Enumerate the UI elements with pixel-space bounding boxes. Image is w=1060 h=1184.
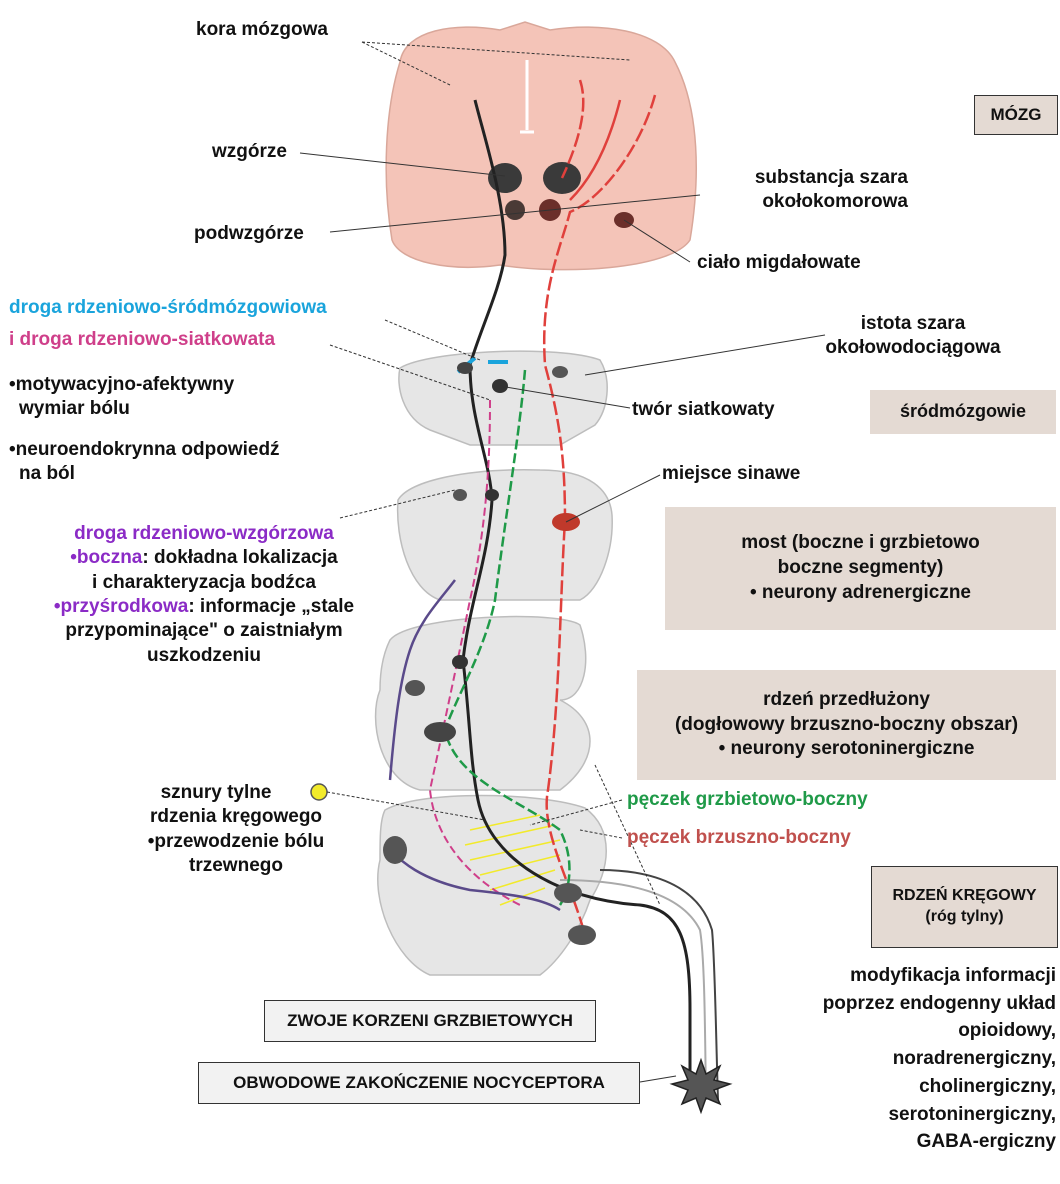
medial-bullet: •przyśrodkowa	[54, 596, 188, 617]
medial-text1: : informacje „stale	[188, 596, 354, 617]
ganglia-box-text: ZWOJE KORZENI GRZBIETOWYCH	[287, 1011, 573, 1031]
nociceptor-box-text: OBWODOWE ZAKOŃCZENIE NOCYCEPTORA	[233, 1073, 605, 1093]
modulation-line7: GABA-ergiczny	[760, 1128, 1056, 1156]
pons-line1: most (boczne i grzbietowo	[741, 531, 980, 556]
lateral-line1: •boczna: dokładna lokalizacja	[24, 546, 384, 570]
label-aqueduct: istota szara okołowodociągowa	[788, 312, 1038, 361]
label-spinoreticular: i droga rdzeniowo-siatkowata	[9, 328, 275, 352]
neuroendocrine-line2: na ból	[9, 462, 280, 486]
label-pag: substancja szara okołokomorowa	[690, 166, 908, 215]
region-brain: MÓZG	[974, 95, 1058, 135]
pons-section	[398, 470, 613, 600]
label-dlf: pęczek grzbietowo-boczny	[627, 788, 868, 812]
label-dorsal-column: sznury tylne rdzenia kręgowego •przewodz…	[120, 781, 352, 878]
spinal-nucleus-1	[383, 836, 407, 864]
midbrain-nucleus-2	[552, 366, 568, 378]
label-thalamus: wzgórze	[212, 140, 287, 164]
region-brain-text: MÓZG	[991, 104, 1042, 126]
spinal-line2: (róg tylny)	[925, 907, 1003, 928]
medulla-line2: (dogłowowy brzuszno-boczny obszar)	[675, 713, 1018, 738]
region-midbrain-text: śródmózgowie	[900, 400, 1026, 423]
medulla-nucleus-2	[452, 655, 468, 669]
modulation-line4: noradrenergiczny,	[760, 1045, 1056, 1073]
hypothalamus-left	[505, 200, 525, 220]
brain-outline	[386, 22, 696, 270]
label-cortex: kora mózgowa	[196, 18, 328, 42]
label-reticular: twór siatkowaty	[632, 398, 775, 422]
spinal-nucleus-2	[554, 883, 582, 903]
label-spinothalamic: droga rdzeniowo-wzgórzowa	[24, 522, 384, 546]
nociceptor-box: OBWODOWE ZAKOŃCZENIE NOCYCEPTORA	[198, 1062, 640, 1104]
medulla-nucleus-1	[405, 680, 425, 696]
aqueduct-line2: okołowodociągowa	[788, 336, 1038, 360]
modulation-line3: opioidowy,	[760, 1017, 1056, 1045]
label-amygdala: ciało migdałowate	[697, 251, 861, 275]
region-medulla: rdzeń przedłużony (dogłowowy brzuszno-bo…	[637, 670, 1056, 780]
medial-line2: przypominające" o zaistniałym	[24, 619, 384, 643]
modulation-line2: poprzez endogenny układ	[760, 990, 1056, 1018]
pons-nucleus-1	[453, 489, 467, 501]
medial-line1: •przyśrodkowa: informacje „stale	[24, 595, 384, 619]
ganglia-box: ZWOJE KORZENI GRZBIETOWYCH	[264, 1000, 596, 1042]
medulla-nucleus-3	[424, 722, 456, 742]
motivational-line1: •motywacyjno-afektywny	[9, 373, 234, 397]
lateral-bullet: •boczna	[70, 547, 142, 568]
label-spinothalamic-block: droga rdzeniowo-wzgórzowa •boczna: dokła…	[24, 522, 384, 668]
pons-line3: • neurony adrenergiczne	[750, 581, 971, 606]
modulation-line1: modyfikacja informacji	[760, 962, 1056, 990]
medulla-line1: rdzeń przedłużony	[763, 688, 930, 713]
dorsal-line2: rdzenia kręgowego	[120, 805, 352, 829]
label-spinomesencephalic: droga rdzeniowo-śródmózgowiowa	[9, 296, 327, 320]
pons-line2: boczne segmenty)	[778, 556, 944, 581]
nociceptor-pointer	[640, 1076, 676, 1082]
aqueduct-line1: istota szara	[788, 312, 1038, 336]
midbrain-nucleus	[457, 362, 473, 374]
region-midbrain: śródmózgowie	[870, 390, 1056, 434]
label-motivational: •motywacyjno-afektywny wymiar bólu	[9, 373, 234, 422]
modulation-line6: serotoninergiczny,	[760, 1101, 1056, 1129]
medulla-section	[376, 617, 590, 790]
neuroendocrine-line1: •neuroendokrynna odpowiedź	[9, 438, 280, 462]
region-spinal: RDZEŃ KRĘGOWY (róg tylny)	[871, 866, 1058, 948]
label-neuroendocrine: •neuroendokrynna odpowiedź na ból	[9, 438, 280, 487]
motivational-line2: wymiar bólu	[9, 397, 234, 421]
medulla-line3: • neurony serotoninergiczne	[719, 737, 975, 762]
lateral-line2: i charakteryzacja bodźca	[24, 571, 384, 595]
label-pag-line1: substancja szara	[690, 166, 908, 190]
spinal-line1: RDZEŃ KRĘGOWY	[893, 886, 1037, 907]
nociceptor-star-icon	[672, 1060, 730, 1112]
spinal-nucleus-3	[568, 925, 596, 945]
spinomesencephalic-pointer	[385, 320, 480, 360]
modulation-line5: cholinergiczny,	[760, 1073, 1056, 1101]
label-locus: miejsce sinawe	[662, 462, 800, 486]
lateral-text1: : dokładna lokalizacja	[142, 547, 337, 568]
medial-line3: uszkodzeniu	[24, 644, 384, 668]
pons-nucleus-2	[485, 489, 499, 501]
label-pag-line2: okołokomorowa	[690, 190, 908, 214]
modulation-text: modyfikacja informacji poprzez endogenny…	[760, 962, 1056, 1156]
dorsal-line3: •przewodzenie bólu	[120, 830, 352, 854]
dorsal-line1: sznury tylne	[120, 781, 352, 805]
region-pons: most (boczne i grzbietowo boczne segment…	[665, 507, 1056, 630]
label-hypothalamus: podwzgórze	[194, 222, 304, 246]
dorsal-line4: trzewnego	[120, 854, 352, 878]
label-vlf: pęczek brzuszno-boczny	[627, 826, 851, 850]
midbrain-section	[399, 351, 607, 445]
